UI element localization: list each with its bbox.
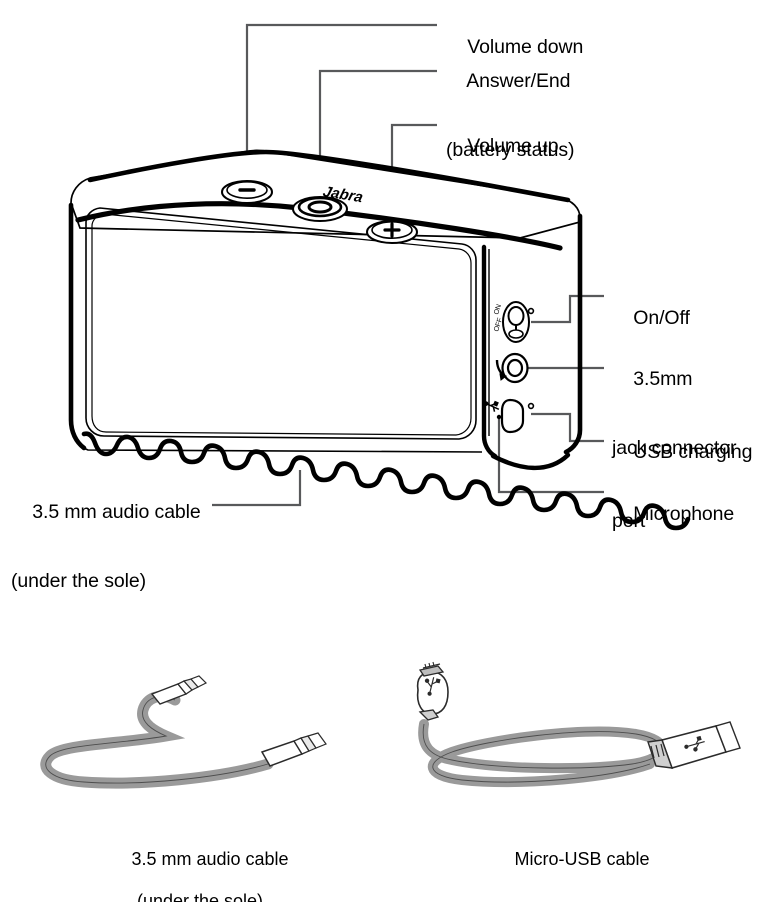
svg-text:Jabra: Jabra [321, 183, 365, 206]
jabra-logo: Jabra [321, 183, 365, 206]
callout-audio-cable: 3.5 mm audio cable (under the sole) [11, 478, 201, 639]
callout-on-off: On/Off [612, 284, 690, 353]
usb-cable-cord-outline [422, 723, 663, 783]
usb-port-graphic [483, 398, 535, 434]
callout-jack-label: 3.5mm [633, 368, 693, 390]
callout-on-off-label: On/Off [633, 307, 690, 329]
callout-usb-sublabel: port [612, 510, 646, 532]
callout-audio-cable-label: 3.5 mm audio cable [32, 501, 201, 523]
volume-down-button-graphic [221, 180, 273, 204]
power-switch-graphic: ON OFF [493, 301, 535, 343]
speaker-right-rear-edge [563, 213, 583, 455]
volume-up-button-graphic [366, 220, 418, 244]
audio-plug-lower [260, 732, 327, 767]
audio-cable-cord-outline [45, 696, 269, 784]
callout-answer-end: Answer/End (battery status) [446, 47, 575, 208]
caption-usb-cable-line1: Micro-USB cable [514, 849, 650, 869]
usb-cable-illustration [416, 661, 741, 788]
microphone-pinhole [496, 414, 502, 420]
caption-usb-cable: Micro-USB cable [412, 828, 732, 891]
caption-audio-cable-line2: (under the sole) [136, 891, 264, 902]
speaker-left-edge [68, 202, 87, 451]
callout-answer-end-label: Answer/End [466, 70, 571, 92]
switch-on-label: ON [493, 303, 503, 315]
speaker-right-bottom-edge [490, 452, 571, 471]
answer-end-button-graphic [292, 196, 348, 222]
callout-microphone: Microphone [612, 480, 734, 549]
audio-cable-cord [40, 690, 274, 789]
callout-microphone-label: Microphone [633, 503, 735, 525]
callout-answer-end-sublabel: (battery status) [446, 139, 575, 161]
speaker-top-back-edge [87, 149, 571, 203]
audio-plug-upper [150, 675, 208, 705]
speaker-sole-serration [81, 431, 691, 531]
callout-audio-cable-sublabel: (under the sole) [11, 570, 146, 592]
callout-usb-label: USB charging [633, 441, 753, 463]
leader-microphone [497, 417, 604, 494]
caption-audio-cable-line1: 3.5 mm audio cable [131, 849, 289, 869]
audio-cable-illustration [40, 675, 327, 789]
leader-lines-left [212, 470, 302, 507]
leader-volume-down [245, 23, 437, 190]
jack-port-graphic [495, 352, 529, 384]
callout-volume-down-label: Volume down [467, 36, 584, 58]
speaker-front-outline [70, 213, 483, 453]
callout-volume-up: Volume up [446, 112, 559, 181]
leader-lines-right [497, 294, 604, 494]
speaker-grille-inset [85, 207, 477, 440]
caption-audio-cable: 3.5 mm audio cable (under the sole) [40, 828, 360, 902]
callout-volume-down: Volume down [446, 13, 583, 82]
callout-usb: USB charging port [612, 418, 753, 579]
speaker-grille-inset-inner [91, 213, 472, 436]
leader-usb [531, 412, 604, 443]
callout-volume-up-label: Volume up [467, 135, 559, 157]
callout-jack-sublabel: jack connector [612, 437, 737, 459]
leader-on-off [531, 294, 604, 324]
usb-a-plug [647, 721, 741, 769]
micro-usb-plug [416, 661, 449, 721]
leader-audio-cable [212, 470, 302, 507]
speaker-illustration: Jabra ON OFF [68, 149, 691, 531]
switch-off-label: OFF [493, 317, 504, 332]
callout-jack: 3.5mm jack connector [612, 345, 736, 506]
